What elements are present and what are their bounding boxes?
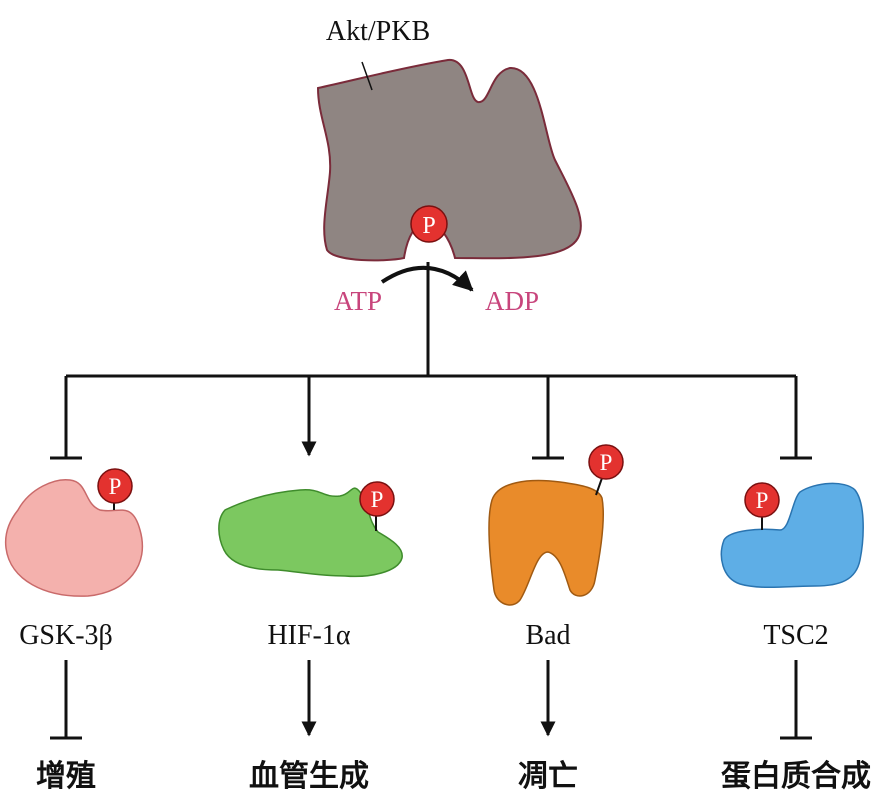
hif-phospho-label: P: [371, 487, 384, 512]
hif-label: HIF-1α: [267, 620, 350, 651]
hif-phospho-circle: [359, 481, 395, 517]
gsk-phospho-circle: [97, 468, 133, 504]
tsc-label: TSC2: [763, 620, 828, 651]
akt-label-leader: [361, 61, 373, 91]
effect-apoptosis: 凋亡: [518, 759, 578, 794]
target-bad: P Bad: [488, 444, 624, 651]
target-hif: P HIF-1α: [218, 481, 403, 651]
bad-label: Bad: [525, 620, 570, 651]
target-tsc: P TSC2: [720, 482, 864, 651]
gsk-phospho-label: P: [109, 474, 122, 499]
connector-tree: [50, 262, 812, 460]
bad-phospho-stalk: [595, 477, 603, 496]
akt-kinase: Akt/PKB P: [316, 16, 582, 262]
gsk-label: GSK-3β: [19, 620, 113, 651]
target-gsk: P GSK-3β: [4, 468, 144, 651]
effect-connectors: [50, 660, 812, 740]
tsc-shape: [720, 482, 864, 589]
atp-label: ATP: [334, 286, 382, 316]
effect-proliferation: 增殖: [36, 759, 96, 794]
bad-phospho-label: P: [600, 450, 613, 475]
adp-label: ADP: [485, 286, 539, 316]
effect-protein-synthesis: 蛋白质合成: [721, 759, 871, 794]
effect-angiogenesis: 血管生成: [249, 759, 369, 794]
akt-phospho-circle: [410, 205, 448, 243]
tsc-phospho-label: P: [756, 488, 769, 513]
akt-kinase-shape: [316, 58, 582, 262]
bad-shape: [488, 479, 605, 606]
akt-phospho-label: P: [422, 213, 435, 239]
akt-label: Akt/PKB: [326, 16, 430, 47]
gsk-shape: [4, 479, 144, 597]
hif-shape: [218, 487, 403, 578]
tsc-phospho-circle: [744, 482, 780, 518]
bad-phospho-circle: [588, 444, 624, 480]
